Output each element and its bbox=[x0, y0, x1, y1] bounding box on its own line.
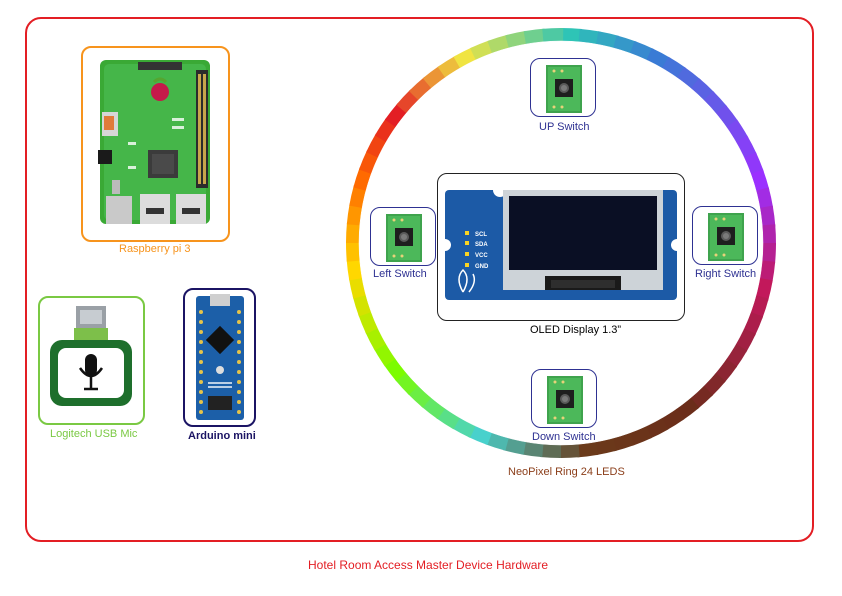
ring-led-segment bbox=[561, 28, 582, 42]
ring-led-segment bbox=[346, 258, 363, 281]
oled-label: OLED Display 1.3” bbox=[530, 324, 622, 336]
ring-led-segment bbox=[750, 169, 770, 193]
ring-led-segment bbox=[468, 425, 492, 446]
ring-led-segment bbox=[596, 31, 619, 49]
ring-led-segment bbox=[611, 432, 635, 452]
left-switch-icon bbox=[386, 214, 422, 262]
oled-box bbox=[437, 173, 685, 321]
ring-led-segment bbox=[756, 187, 774, 211]
ring-led-segment bbox=[358, 150, 379, 174]
ring-led-segment bbox=[348, 275, 366, 299]
ring-led-segment bbox=[373, 342, 396, 367]
ring-led-segment bbox=[660, 408, 685, 431]
ring-led-segment bbox=[759, 205, 776, 228]
switch-down-box bbox=[531, 369, 597, 428]
ring-led-segment bbox=[523, 28, 546, 45]
ring-led-segment bbox=[358, 310, 378, 334]
ring-led-segment bbox=[453, 47, 478, 69]
oled-pin-scl: SCL bbox=[475, 232, 487, 238]
ring-led-segment bbox=[521, 441, 544, 458]
ring-led-segment bbox=[558, 444, 580, 458]
ring-led-segment bbox=[759, 260, 776, 283]
ring-led-segment bbox=[735, 135, 757, 160]
ring-led-segment bbox=[349, 185, 367, 208]
up-switch-icon bbox=[546, 65, 582, 113]
neopixel-ring-label: NeoPixel Ring 24 LEDS bbox=[508, 466, 625, 478]
ring-led-segment bbox=[755, 278, 773, 301]
ring-led-segment bbox=[437, 55, 462, 78]
ring-led-segment bbox=[576, 441, 599, 458]
left-switch-label: Left Switch bbox=[373, 268, 427, 280]
ring-led-segment bbox=[542, 28, 564, 42]
ring-led-segment bbox=[762, 243, 776, 264]
ring-led-segment bbox=[365, 326, 387, 351]
up-switch-label: UP Switch bbox=[539, 121, 590, 133]
right-switch-icon bbox=[708, 213, 744, 261]
ring-led-segment bbox=[593, 438, 617, 456]
page-title: Hotel Room Access Master Device Hardware bbox=[308, 558, 549, 572]
down-switch-label: Down Switch bbox=[532, 431, 596, 443]
switch-left-box bbox=[370, 207, 436, 266]
ring-led-segment bbox=[353, 167, 372, 191]
ring-led-segment bbox=[743, 312, 764, 336]
ring-led-segment bbox=[540, 444, 561, 458]
ring-led-segment bbox=[470, 40, 494, 60]
ring-led-segment bbox=[578, 28, 601, 45]
rpi-label: Raspberry pi 3 bbox=[119, 243, 191, 255]
arduino-nano-board-icon bbox=[196, 294, 244, 420]
switch-up-box bbox=[530, 58, 596, 117]
microphone-icon bbox=[50, 306, 132, 406]
arduino-box bbox=[183, 288, 256, 427]
raspberry-pi-board-icon bbox=[98, 60, 210, 224]
ring-led-segment bbox=[630, 40, 654, 61]
ring-led-segment bbox=[346, 240, 360, 262]
ring-led-segment bbox=[762, 224, 776, 246]
ring-led-segment bbox=[503, 437, 526, 455]
mic-box bbox=[38, 296, 145, 425]
ring-led-segment bbox=[744, 152, 764, 176]
ring-led-segment bbox=[628, 426, 652, 446]
right-switch-label: Right Switch bbox=[695, 268, 757, 280]
arduino-label: Arduino mini bbox=[188, 430, 256, 442]
mic-label: Logitech USB Mic bbox=[50, 428, 138, 440]
ring-led-segment bbox=[613, 35, 637, 54]
ring-led-segment bbox=[346, 203, 363, 226]
neopixel-ring bbox=[346, 28, 776, 458]
ring-led-segment bbox=[505, 30, 529, 48]
ring-led-segment bbox=[485, 432, 509, 451]
ring-led-segment bbox=[750, 295, 769, 319]
oled-pin-gnd: GND bbox=[475, 264, 489, 270]
down-switch-icon bbox=[547, 376, 583, 424]
rpi-box bbox=[81, 46, 230, 242]
ring-led-segment bbox=[352, 293, 372, 317]
ring-led-segment bbox=[726, 119, 749, 144]
oled-pin-sda: SDA bbox=[475, 242, 488, 248]
ring-led-segment bbox=[644, 417, 669, 439]
switch-right-box bbox=[692, 206, 758, 265]
ring-led-segment bbox=[487, 34, 511, 54]
ring-led-segment bbox=[346, 222, 360, 243]
oled-pin-vcc: VCC bbox=[475, 253, 488, 259]
oled-display-icon: SCL SDA VCC GND bbox=[441, 183, 681, 300]
main-frame bbox=[25, 17, 814, 542]
